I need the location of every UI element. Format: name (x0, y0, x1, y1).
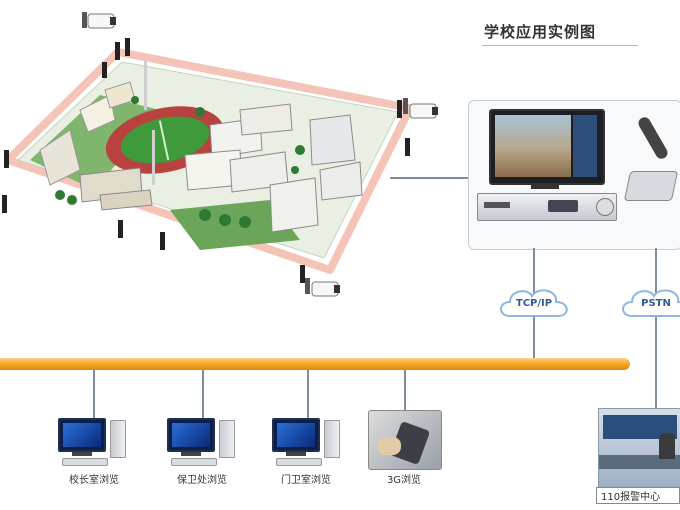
pc-monitor (272, 418, 320, 452)
monitor-side-panel (573, 115, 597, 177)
surveillance-camera (82, 12, 116, 29)
pc-tower (324, 420, 340, 458)
light-pole (152, 130, 155, 185)
ptz-controller (623, 171, 679, 201)
alarm-center-image (598, 408, 680, 488)
pc-tower (219, 420, 235, 458)
school-buildings (39, 81, 363, 233)
pc-stand (286, 452, 306, 456)
operator-figure (659, 433, 675, 459)
control-room-panel (468, 100, 680, 250)
dvr-display (484, 202, 510, 208)
pc-stand (181, 452, 201, 456)
pstn-label: PSTN (641, 298, 671, 309)
hand-icon (377, 437, 401, 455)
monitor-stand (531, 183, 559, 189)
pstn-link-line (655, 248, 657, 410)
pc-tower (110, 420, 126, 458)
surveillance-camera (305, 278, 340, 297)
light-pole (144, 60, 147, 110)
surveillance-camera (403, 98, 438, 119)
network-backbone (0, 358, 630, 370)
client-3g-device (368, 410, 442, 470)
title-underline (482, 45, 638, 46)
client-drop-line (307, 370, 309, 422)
client-drop-line (202, 370, 204, 422)
monitor-video-feed (495, 115, 571, 177)
campus-scene (2, 12, 470, 297)
client-drop-line (404, 370, 406, 412)
fence-posts (2, 38, 410, 283)
dvr-recorder (477, 193, 617, 221)
client-caption: 3G浏览 (386, 475, 422, 486)
pstn-cloud (622, 289, 680, 317)
pc-stand (72, 452, 92, 456)
pc-monitor (167, 418, 215, 452)
surveillance-monitor (489, 109, 605, 185)
dvr-buttons (548, 200, 578, 212)
client-drop-line (93, 370, 95, 422)
pc-monitor (58, 418, 106, 452)
field-line (158, 120, 170, 160)
dvr-knob (596, 198, 614, 216)
tcpip-label: TCP/IP (515, 298, 553, 309)
trees (55, 96, 305, 228)
tcpip-cloud (500, 289, 568, 317)
alarm-center-caption: 110报警中心 (596, 487, 680, 504)
pc-keyboard (62, 458, 108, 466)
client-caption: 门卫室浏览 (281, 475, 331, 486)
pc-keyboard (276, 458, 322, 466)
diagram-title: 学校应用实例图 (484, 23, 597, 41)
pc-keyboard (171, 458, 217, 466)
joystick (636, 115, 670, 161)
client-caption: 保卫处浏览 (177, 475, 227, 486)
client-caption: 校长室浏览 (69, 475, 119, 486)
